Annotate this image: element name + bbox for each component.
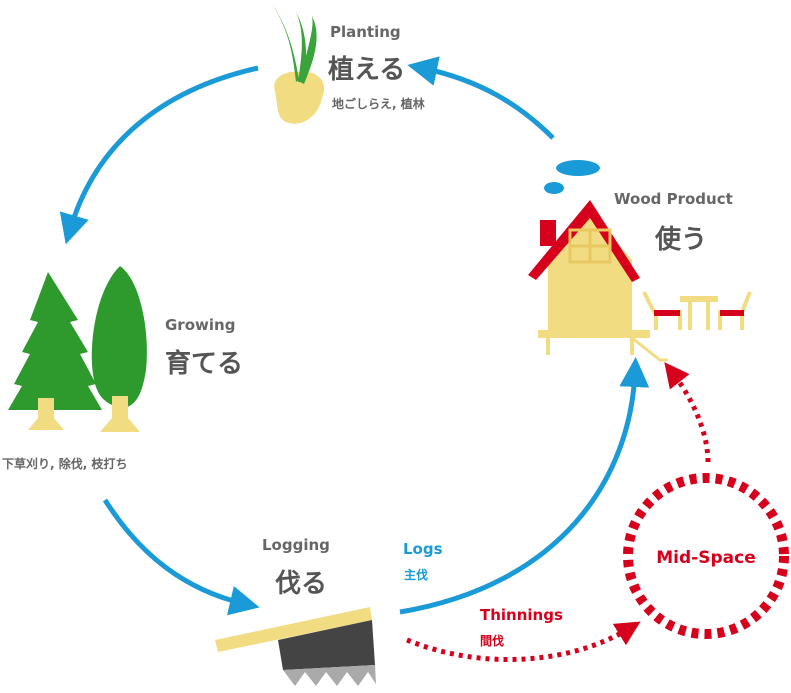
wooden-house-icon [528, 160, 752, 362]
logs-jp-label: 主伐 [404, 567, 428, 582]
wood-product-jp-label: 使う [654, 225, 707, 255]
arrow-logging-to-mid-space [406, 621, 641, 663]
logging-jp-label: 伐る [275, 569, 327, 599]
thinnings-jp-label: 間伐 [480, 633, 504, 648]
thinnings-en-label: Thinnings [480, 606, 563, 624]
growing-en-label: Growing [165, 316, 235, 334]
arrow-mid-space-to-wood-product [664, 362, 711, 463]
wood-product-en-label: Wood Product [614, 190, 733, 208]
arrow-logging-to-wood-product [399, 357, 650, 615]
mid-space-circle [623, 473, 789, 639]
arrow-planting-to-growing [59, 65, 259, 245]
logging-en-label: Logging [262, 536, 330, 554]
seedling-icon [272, 4, 325, 124]
mid-space-label: Mid-Space [656, 548, 755, 568]
log-and-saw-icon [215, 607, 376, 686]
planting-sub-label: 地ごしらえ, 植林 [332, 96, 425, 111]
planting-en-label: Planting [330, 23, 401, 41]
planting-jp-label: 植える [328, 55, 405, 85]
logs-en-label: Logs [403, 540, 443, 558]
cedar-trees-icon [8, 266, 147, 432]
arrow-growing-to-logging [102, 498, 260, 616]
arrow-wood-product-to-planting [407, 56, 555, 140]
growing-sub-label: 下草刈り, 除伐, 枝打ち [2, 456, 127, 471]
growing-jp-label: 育てる [165, 348, 243, 379]
